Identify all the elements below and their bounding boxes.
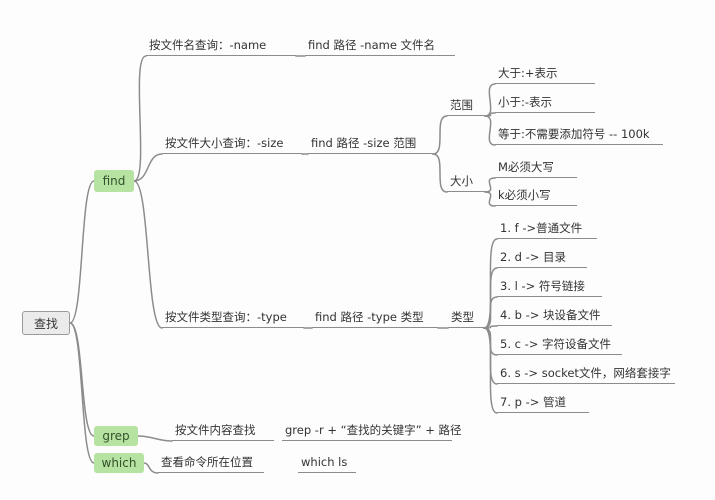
case-item-lowercase[interactable]: k必须小写 — [495, 186, 577, 206]
type-item-1[interactable]: 1. f ->普通文件 — [497, 219, 597, 239]
connector — [143, 462, 159, 474]
which-command[interactable]: which ls — [298, 453, 356, 473]
grep-command[interactable]: grep -r + “查找的关键字” + 路径 — [282, 421, 462, 441]
connector — [137, 435, 173, 442]
find-name-label[interactable]: 按文件名查询：-name — [146, 36, 296, 56]
find-size-command[interactable]: find 路径 -size 范围 — [308, 134, 433, 154]
connector — [484, 191, 496, 207]
connector — [432, 115, 448, 155]
connector — [484, 177, 496, 193]
type-item-6[interactable]: 6. s -> socket文件，网络套接字 — [497, 364, 675, 384]
range-item-less[interactable]: 小于:-表示 — [495, 93, 595, 113]
connector — [133, 153, 163, 182]
connector — [69, 322, 95, 437]
find-size-label[interactable]: 按文件大小查询：-size — [162, 134, 302, 154]
which-node[interactable]: which — [94, 453, 144, 473]
grep-desc-label[interactable]: 按文件内容查找 — [172, 421, 274, 441]
connector — [432, 153, 448, 193]
range-item-greater[interactable]: 大于:+表示 — [495, 64, 595, 84]
range-item-equal[interactable]: 等于:不需要添加符号 -- 100k — [495, 125, 663, 145]
connector — [69, 180, 95, 324]
root-node[interactable]: 查找 — [22, 311, 70, 335]
type-item-3[interactable]: 3. l -> 符号链接 — [497, 277, 602, 297]
connector — [484, 115, 496, 146]
which-desc-label[interactable]: 查看命令所在位置 — [158, 453, 264, 473]
type-item-7[interactable]: 7. p -> 管道 — [497, 393, 589, 413]
connector — [133, 55, 147, 182]
find-node[interactable]: find — [94, 170, 134, 192]
find-name-command[interactable]: find 路径 -name 文件名 — [305, 36, 455, 56]
connector — [483, 327, 498, 414]
connector — [133, 180, 163, 329]
connector — [483, 296, 498, 329]
find-type-command[interactable]: find 路径 -type 类型 — [312, 308, 438, 328]
type-item-5[interactable]: 5. c -> 字符设备文件 — [497, 335, 622, 355]
grep-node[interactable]: grep — [94, 426, 138, 446]
type-item-2[interactable]: 2. d -> 目录 — [497, 248, 587, 268]
type-node[interactable]: 类型 — [448, 308, 484, 328]
size-case-node[interactable]: 大小 — [447, 172, 485, 192]
connector — [69, 322, 95, 464]
case-item-uppercase[interactable]: M必须大写 — [495, 158, 577, 178]
type-item-4[interactable]: 4. b -> 块设备文件 — [497, 306, 612, 326]
connector — [484, 83, 496, 117]
find-type-label[interactable]: 按文件类型查询：-type — [162, 308, 304, 328]
size-range-node[interactable]: 范围 — [447, 96, 485, 116]
